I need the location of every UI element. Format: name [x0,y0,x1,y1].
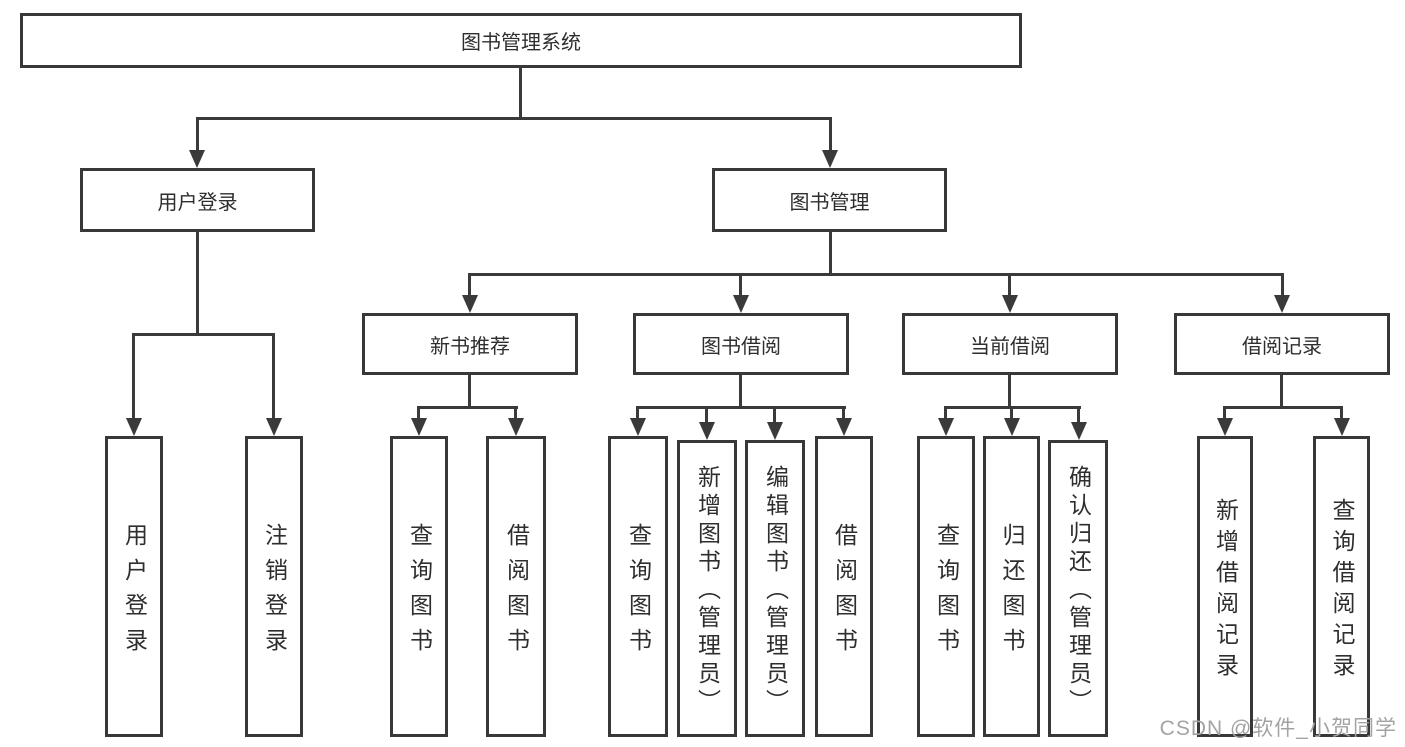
node-current-borrow: 当前借阅 [902,313,1118,375]
node-leaf-add-borrow-record-label: 新增借阅记录 [1212,497,1239,684]
node-leaf-query-book-3: 查询图书 [917,436,975,737]
connector-drop-borrow-records [1281,273,1284,297]
arrowhead-query-borrow-record [1334,418,1350,436]
connector-drop-leaf-user-login [132,333,135,421]
connector-book-mgmt-stem [829,232,832,276]
node-leaf-confirm-return-label: 确认归还（管理员） [1065,465,1092,717]
connector-drop-query-book-1 [417,406,420,422]
arrowhead-current-borrow [1002,295,1018,313]
arrowhead-borrow-records [1274,295,1290,313]
node-leaf-add-book: 新增图书（管理员） [677,440,737,737]
node-leaf-edit-book: 编辑图书（管理员） [745,440,805,737]
arrowhead-return-book [1004,418,1020,436]
arrowhead-query-book-1 [411,418,427,436]
connector-drop-leaf-logout [272,333,275,421]
node-leaf-borrow-book-2: 借阅图书 [815,436,873,737]
connector-borrow-records-bar [1223,406,1343,409]
node-root-label: 图书管理系统 [461,32,581,54]
node-leaf-return-book-label: 归还图书 [999,522,1025,663]
arrowhead-leaf-logout [266,418,282,436]
node-leaf-query-borrow-record: 查询借阅记录 [1313,436,1370,737]
connector-drop-book-borrow [739,273,742,297]
arrowhead-new-book-rec [462,295,478,313]
connector-drop-borrow-book-1 [514,406,517,422]
node-leaf-query-book-3-label: 查询图书 [933,522,960,663]
node-current-borrow-label: 当前借阅 [970,335,1050,358]
node-book-borrow-label: 图书借阅 [701,335,781,358]
node-user-login-label: 用户登录 [157,191,238,214]
connector-book-borrow-bar [636,406,846,409]
node-leaf-confirm-return: 确认归还（管理员） [1048,440,1108,737]
node-borrow-records: 借阅记录 [1174,313,1390,375]
connector-borrow-records-stem [1280,375,1283,409]
connector-new-book-rec-stem [468,375,471,409]
connector-user-login-bar [132,333,275,336]
node-leaf-query-book-1-label: 查询图书 [406,522,433,663]
connector-drop-current-borrow [1008,273,1011,297]
node-leaf-query-borrow-record-label: 查询借阅记录 [1329,497,1355,684]
arrowhead-edit-book [767,422,783,440]
connector-user-login-stem [196,232,199,336]
node-leaf-query-book-1: 查询图书 [390,436,448,737]
node-book-mgmt: 图书管理 [712,168,947,232]
node-leaf-edit-book-label: 编辑图书（管理员） [762,465,789,717]
node-leaf-add-borrow-record: 新增借阅记录 [1197,436,1253,737]
connector-drop-add-book [705,406,708,424]
arrowhead-query-book-2 [630,418,646,436]
connector-drop-query-book-2 [636,406,639,422]
node-book-mgmt-label: 图书管理 [789,191,870,214]
connector-root-stem [519,68,522,118]
arrowhead-user-login [189,150,205,168]
arrowhead-borrow-book-2 [836,418,852,436]
arrowhead-query-book-3 [938,418,954,436]
connector-drop-query-book-3 [944,406,947,422]
connector-drop-borrow-book-2 [842,406,845,422]
node-new-book-rec-label: 新书推荐 [430,335,510,358]
csdn-watermark: CSDN @软件_小贺同学 [1159,717,1397,740]
connector-drop-edit-book [773,406,776,424]
arrowhead-add-borrow-record [1217,418,1233,436]
connector-book-mgmt-bar [468,273,1284,276]
node-leaf-borrow-book-1: 借阅图书 [486,436,546,737]
arrowhead-leaf-user-login [126,418,142,436]
arrowhead-add-book [699,422,715,440]
arrowhead-borrow-book-1 [508,418,524,436]
arrowhead-confirm-return [1071,422,1087,440]
node-leaf-user-login: 用户登录 [105,436,163,737]
connector-root-bar [196,117,832,120]
connector-drop-user-login [196,117,199,152]
connector-drop-new-book-rec [468,273,471,297]
node-leaf-logout-label: 注销登录 [261,522,288,663]
node-root: 图书管理系统 [20,13,1022,68]
node-leaf-query-book-2: 查询图书 [608,436,668,737]
node-leaf-logout: 注销登录 [245,436,303,737]
connector-drop-book-mgmt [829,117,832,152]
node-leaf-borrow-book-1-label: 借阅图书 [503,522,530,663]
connector-current-borrow-stem [1008,375,1011,409]
node-leaf-query-book-2-label: 查询图书 [625,522,652,663]
connector-drop-query-borrow-record [1340,406,1343,422]
node-leaf-user-login-label: 用户登录 [121,522,148,663]
connector-book-borrow-stem [739,375,742,409]
node-leaf-borrow-book-2-label: 借阅图书 [831,522,858,663]
node-new-book-rec: 新书推荐 [362,313,578,375]
node-book-borrow: 图书借阅 [633,313,849,375]
node-leaf-return-book: 归还图书 [983,436,1040,737]
connector-drop-return-book [1010,406,1013,422]
arrowhead-book-borrow [733,295,749,313]
connector-new-book-rec-bar [417,406,518,409]
node-user-login: 用户登录 [80,168,315,232]
connector-drop-add-borrow-record [1223,406,1226,422]
arrowhead-book-mgmt [822,150,838,168]
node-borrow-records-label: 借阅记录 [1242,335,1322,358]
node-leaf-add-book-label: 新增图书（管理员） [694,465,721,717]
connector-drop-confirm-return [1077,406,1080,424]
